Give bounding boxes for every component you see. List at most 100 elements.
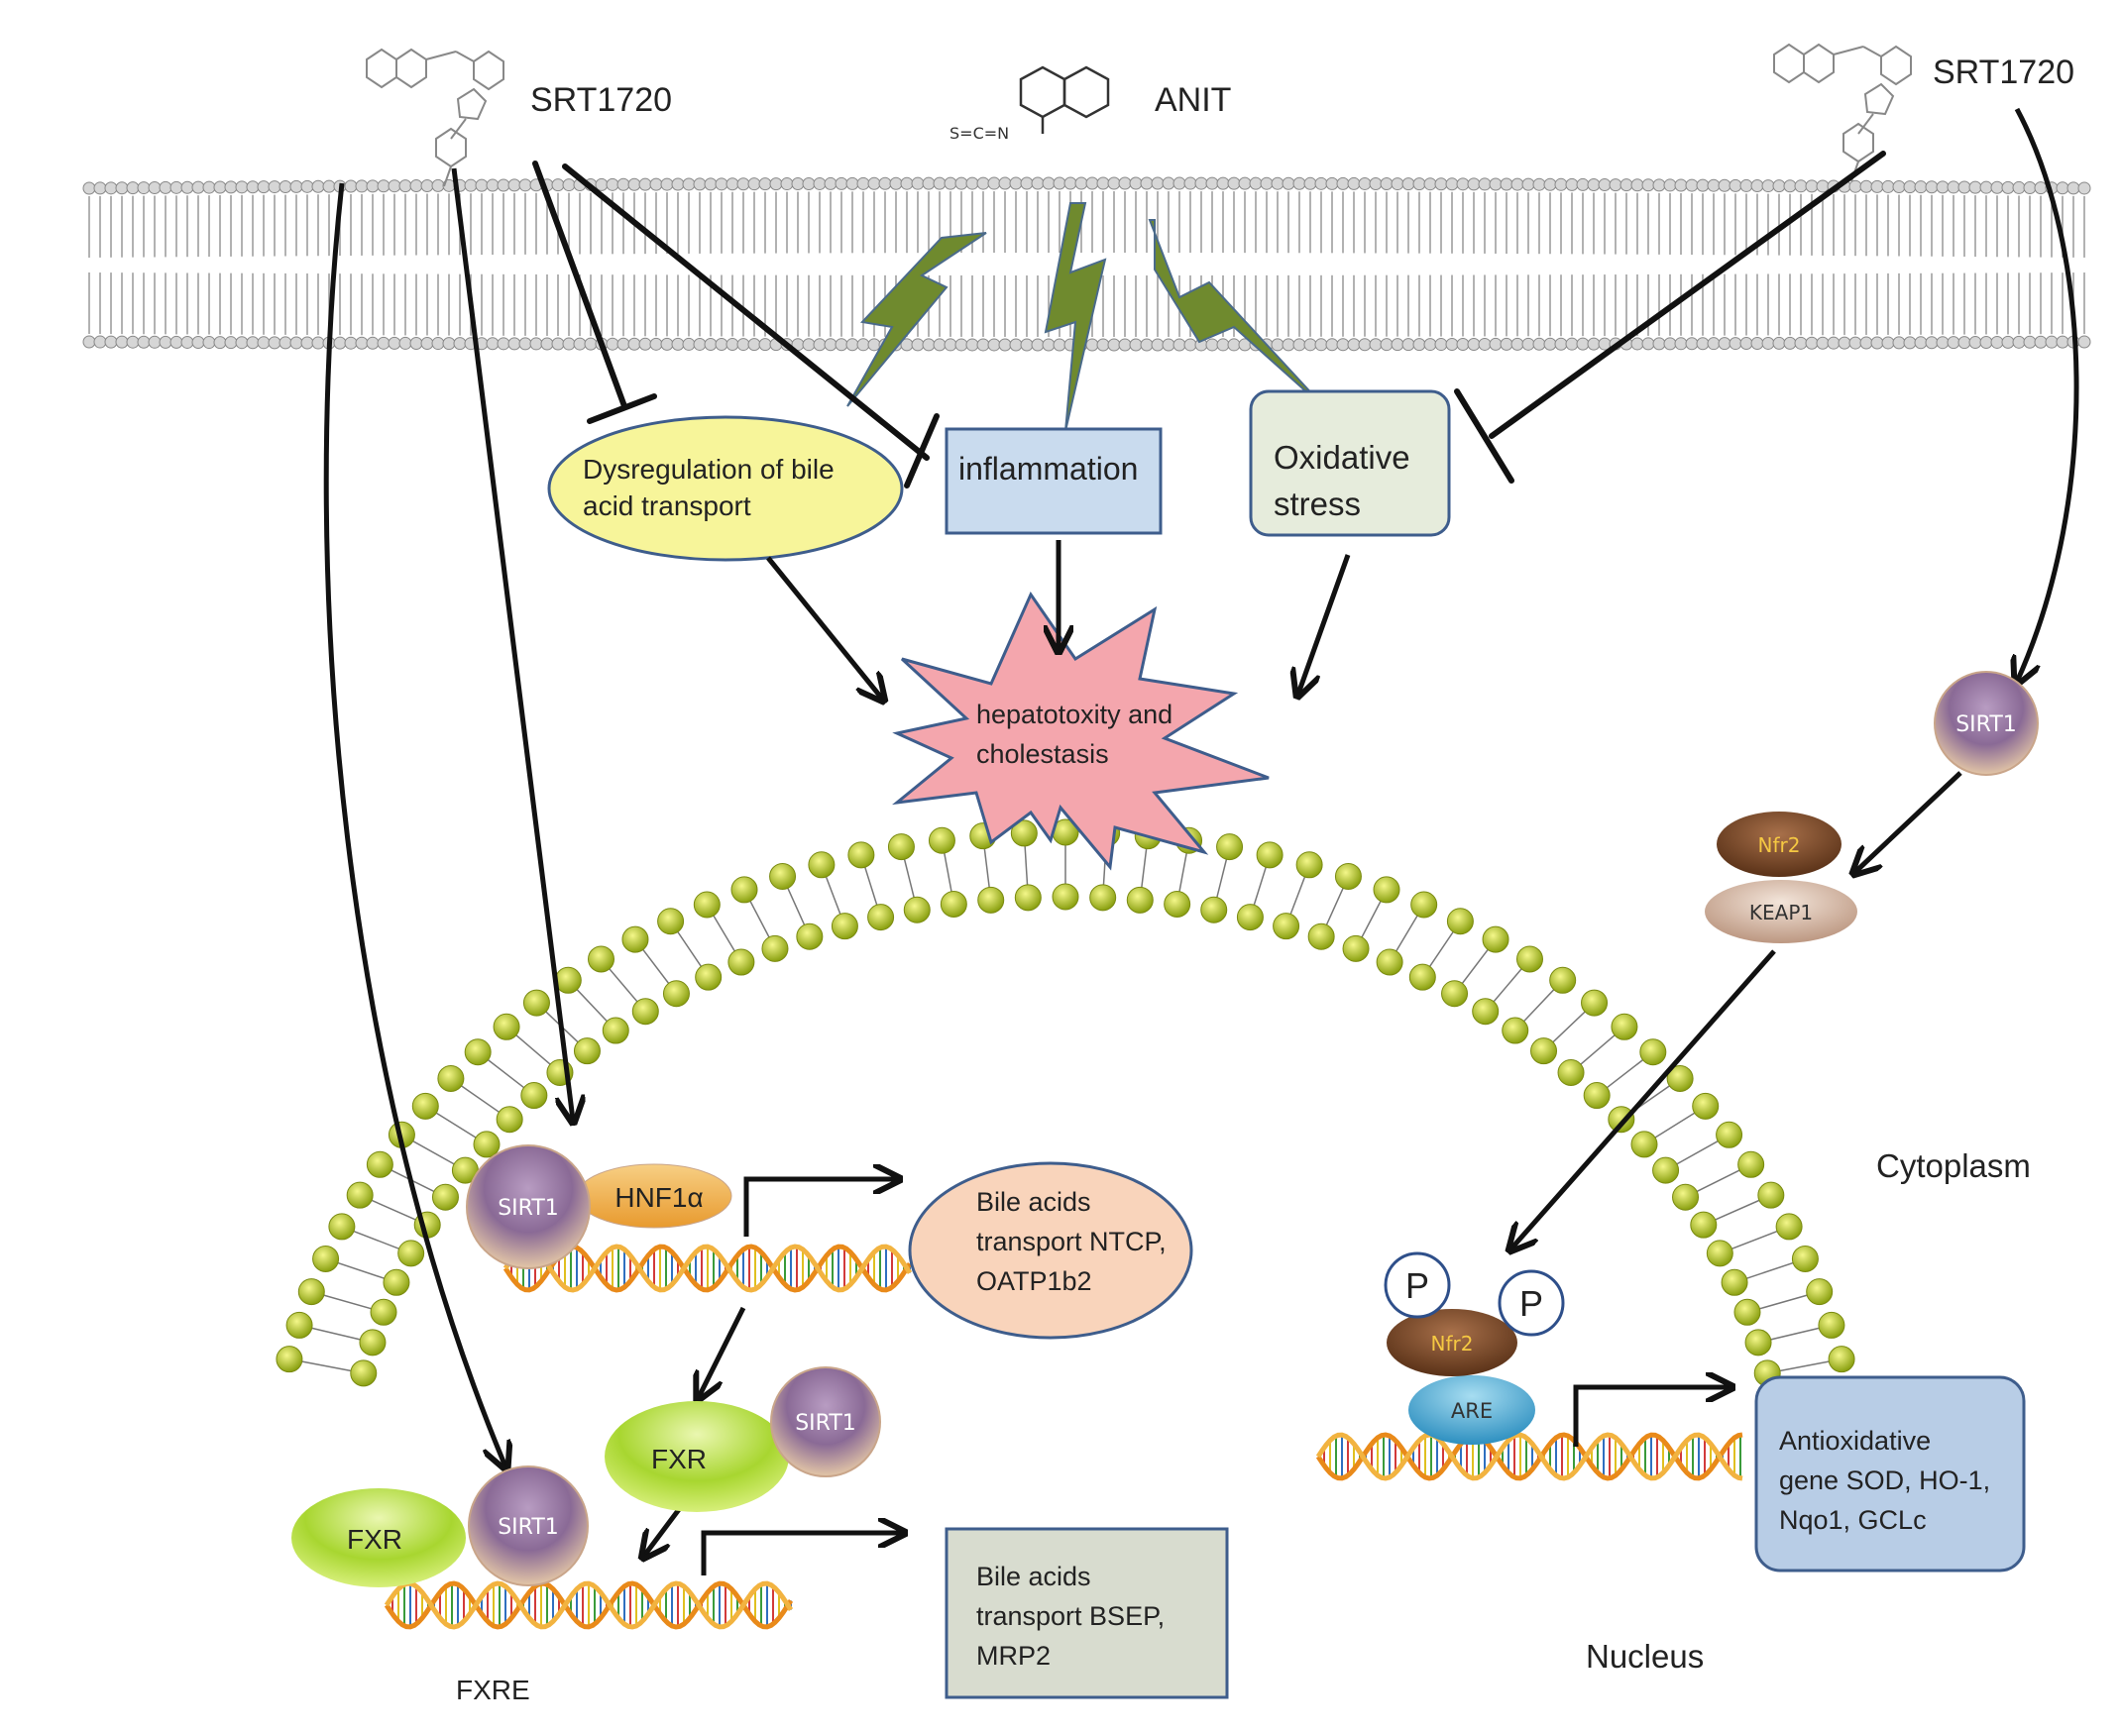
lipid-head [475, 178, 489, 192]
lipid-head [1806, 1278, 1834, 1306]
lipid-head [1303, 338, 1317, 352]
arrow-bile-to-hepatotoxicity [766, 556, 882, 699]
lipid-head [1554, 337, 1568, 351]
arrow-srt1720-to-fxr-sirt1 [323, 182, 505, 1466]
lipid-head [235, 180, 249, 194]
lipid-head [1445, 177, 1459, 191]
keap1-protein [1705, 880, 1857, 943]
lipid-head [1718, 178, 1731, 192]
lipid-head [1739, 337, 1753, 351]
lipid-head [887, 833, 915, 861]
lipid-head [1140, 338, 1154, 352]
lipid-head [1903, 336, 1917, 350]
lipid-head [1968, 180, 1982, 194]
lipid-head [1314, 176, 1328, 190]
lipid-head [715, 177, 728, 191]
lipid-head [856, 176, 870, 190]
lipid-head [224, 180, 238, 194]
lipid-head [671, 177, 685, 191]
lipid-head [279, 336, 292, 350]
srt1720-molecule-left [366, 48, 504, 187]
lipid-head [1630, 178, 1644, 192]
lipid-head [497, 337, 510, 351]
lipid-head [1652, 1156, 1680, 1184]
lipid-head [1401, 177, 1415, 191]
lipid-head [431, 337, 445, 351]
lipid-head [1014, 884, 1042, 912]
lipid-head [1587, 177, 1601, 191]
lipid-head [1446, 908, 1474, 935]
lipid-head [322, 179, 336, 193]
lipid-head [1216, 833, 1244, 861]
lipid-head [268, 180, 281, 194]
lipid-head [1325, 338, 1339, 352]
sirt1-fxr-bottom-label: SIRT1 [498, 1515, 559, 1540]
lipid-head [1557, 1059, 1585, 1087]
lipid-head [631, 998, 659, 1026]
lipid-head [1347, 338, 1361, 352]
lipid-head [1794, 336, 1808, 350]
lipid-head [1772, 179, 1786, 193]
lipid-head [420, 178, 434, 192]
lipid-head [1775, 1213, 1803, 1241]
lipid-head [169, 180, 183, 194]
lipid-head [115, 181, 129, 195]
lipid-head [693, 891, 721, 919]
keap1-label: KEAP1 [1749, 901, 1813, 924]
lipid-head [366, 179, 380, 193]
lipid-head [1020, 176, 1034, 190]
lipid-head [1126, 886, 1154, 914]
lipid-head [213, 336, 227, 350]
lipid-head [397, 1240, 425, 1267]
lipid-head [940, 890, 967, 918]
lipid-head [350, 1359, 378, 1387]
lipid-head [300, 179, 314, 193]
lipid-head [1249, 176, 1263, 190]
lipid-head [1979, 335, 1993, 349]
fxr-bottom-label: FXR [347, 1524, 402, 1555]
lipid-head [998, 176, 1012, 190]
lipid-head [224, 336, 238, 350]
lipid-head [660, 337, 674, 351]
lipid-head [1892, 336, 1906, 350]
lipid-head [2023, 181, 2037, 195]
lipid-head [944, 176, 957, 190]
phospho-right-label: P [1519, 1283, 1543, 1324]
lipid-head [344, 336, 358, 350]
bsep-target-label: Bile acids transport BSEP, MRP2 [976, 1562, 1172, 1671]
lipid-head [202, 336, 216, 350]
lipid-head [191, 336, 205, 350]
lipid-head [246, 180, 260, 194]
lipid-head [312, 1245, 340, 1272]
lipid-head [1423, 338, 1437, 352]
lipid-head [1979, 180, 1993, 194]
lipid-head [2023, 335, 2037, 349]
dna-strand [1315, 1432, 1743, 1481]
lipid-head [1391, 177, 1404, 191]
lipid-head [1336, 338, 1350, 352]
oxidative-stress-node [1249, 389, 1451, 537]
bile-dysregulation-node [547, 415, 904, 562]
lipid-head [1369, 176, 1383, 190]
lipid-head [1696, 178, 1710, 192]
lipid-head [867, 904, 895, 931]
lipid-head [420, 337, 434, 351]
lipid-head [1336, 176, 1350, 190]
srt1720-label-right: SRT1720 [1933, 54, 2074, 91]
lipid-head [867, 176, 881, 190]
lipid-head [1721, 1268, 1748, 1296]
lipid-head [520, 1082, 548, 1110]
lipid-head [747, 177, 761, 191]
nrf2-cytoplasm-label: Nfr2 [1758, 833, 1801, 857]
lipid-head [493, 1013, 520, 1040]
lipid-head [1565, 337, 1579, 351]
lipid-head [1031, 176, 1045, 190]
lipid-head [1818, 1311, 1845, 1339]
lipid-head [300, 336, 314, 350]
lipid-head [693, 337, 707, 351]
lipid-head [496, 1106, 523, 1134]
lipid-head [1358, 176, 1372, 190]
lipid-head [473, 1131, 501, 1158]
lipid-head [1674, 337, 1688, 351]
lipid-head [573, 337, 587, 351]
